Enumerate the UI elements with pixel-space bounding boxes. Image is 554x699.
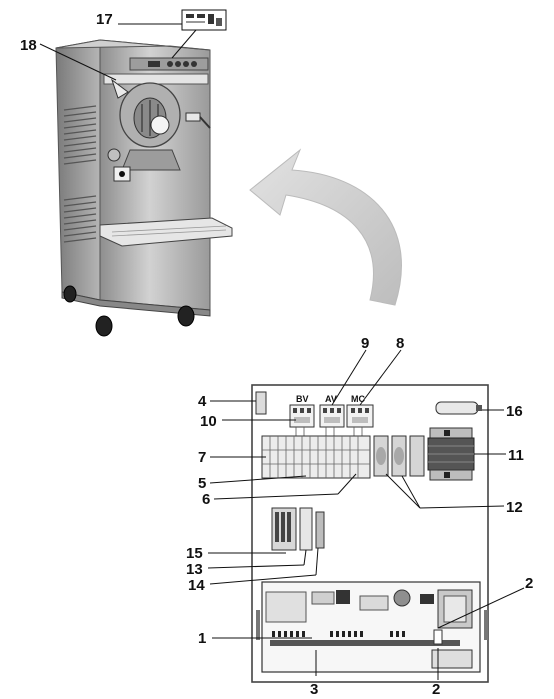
callout-14: 14: [188, 577, 205, 594]
drip-shelf: [99, 217, 233, 247]
terminal-blocks: [261, 435, 371, 479]
machine-top: [55, 39, 211, 51]
capacitor: [435, 401, 482, 415]
upper-tray: [103, 73, 209, 85]
component-4-box: [255, 391, 267, 415]
callout-6: 6: [202, 491, 210, 508]
callout-8: 8: [396, 335, 404, 352]
contactors: [289, 404, 374, 428]
electrical-panel: BV AV MC: [251, 384, 489, 683]
callout-4: 4: [198, 393, 207, 410]
discharge-chute: [121, 149, 181, 171]
contactor-tag-av: AV: [325, 394, 337, 404]
callout-7: 7: [198, 449, 206, 466]
callout-3: 3: [310, 681, 318, 698]
contactor-tag-bv: BV: [296, 394, 309, 404]
callout-18: 18: [20, 37, 37, 54]
callout-5: 5: [198, 475, 206, 492]
side-vents: [63, 105, 97, 243]
relays: [373, 435, 425, 477]
callout-1: 1: [198, 630, 206, 647]
callout-13: 13: [186, 561, 203, 578]
machine-illustration: [55, 39, 233, 337]
contactor-tag-mc: MC: [351, 394, 365, 404]
callout-10: 10: [200, 413, 217, 430]
machine-side-panel: [55, 39, 101, 301]
leader-lines: [39, 23, 525, 680]
fuse-holders: [271, 507, 325, 551]
callout-2-upper: 2: [525, 575, 533, 592]
callout-2-lower: 2: [432, 681, 440, 698]
callout-9: 9: [361, 335, 369, 352]
transformer: [427, 427, 475, 481]
callout-16: 16: [506, 403, 523, 420]
callout-labels: 17 18 9 8 4 16 10 11 7 5 6 12 15 13 14 2…: [20, 11, 533, 698]
door-knob: [150, 115, 170, 135]
callout-15: 15: [186, 545, 203, 562]
callout-11: 11: [508, 447, 524, 464]
control-board: [261, 581, 481, 673]
control-panel-inset: [181, 9, 227, 31]
side-terminals: [256, 610, 488, 640]
callout-17: 17: [96, 11, 113, 28]
callout-12: 12: [506, 499, 523, 516]
wheels: [63, 285, 195, 337]
curved-arrow-icon: [249, 148, 402, 306]
